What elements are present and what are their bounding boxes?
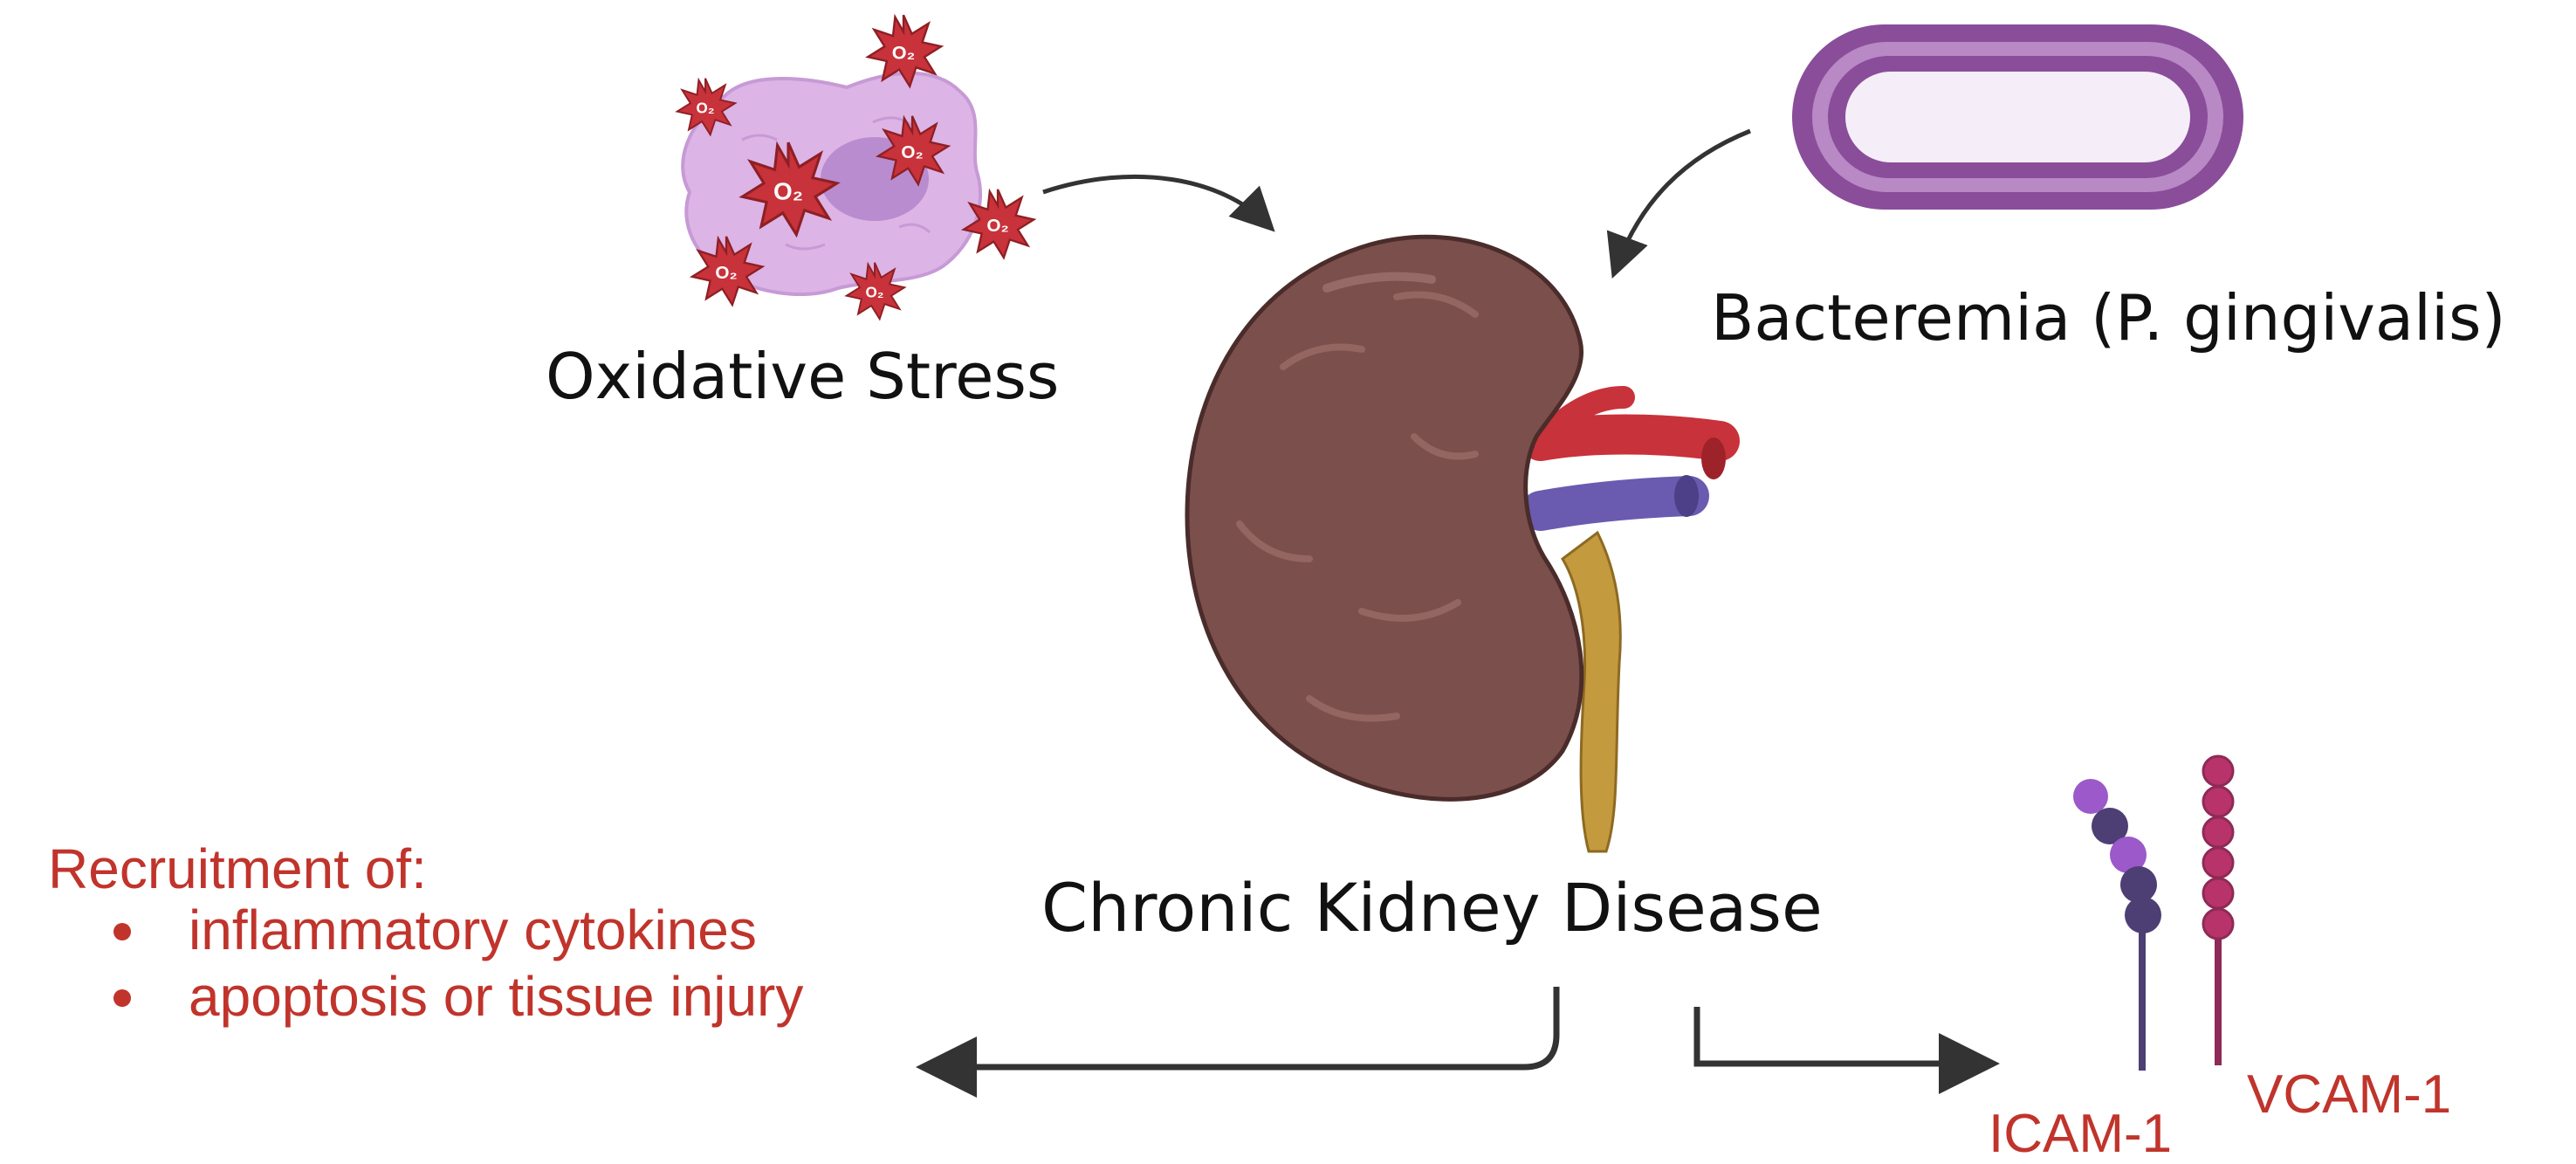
- bacteremia-label: Bacteremia (P. gingivalis): [1711, 286, 2506, 349]
- icam-molecule-icon: [2073, 779, 2161, 1071]
- vcam-label: VCAM-1: [2247, 1068, 2451, 1122]
- kidney-icon: [1187, 237, 1726, 851]
- oxidative-stress-label: Oxidative Stress: [546, 345, 1059, 408]
- list-item: inflammatory cytokines: [113, 902, 803, 968]
- recruitment-list: inflammatory cytokines apoptosis or tiss…: [113, 902, 803, 1035]
- arrow-ckd-to-adhesion: [1697, 1007, 1982, 1064]
- arrow-bacteremia-to-kidney: [1617, 131, 1750, 266]
- vcam-molecule-icon: [2203, 756, 2233, 1065]
- bacterium-icon: [1792, 24, 2243, 210]
- arrow-ckd-to-recruitment: [934, 987, 1556, 1067]
- arrow-oxidative-to-kidney: [1043, 176, 1266, 223]
- list-item: apoptosis or tissue injury: [113, 968, 803, 1035]
- icam-label: ICAM-1: [1989, 1107, 2172, 1161]
- chronic-kidney-disease-label: Chronic Kidney Disease: [1041, 875, 1823, 941]
- recruitment-heading: Recruitment of:: [48, 841, 427, 897]
